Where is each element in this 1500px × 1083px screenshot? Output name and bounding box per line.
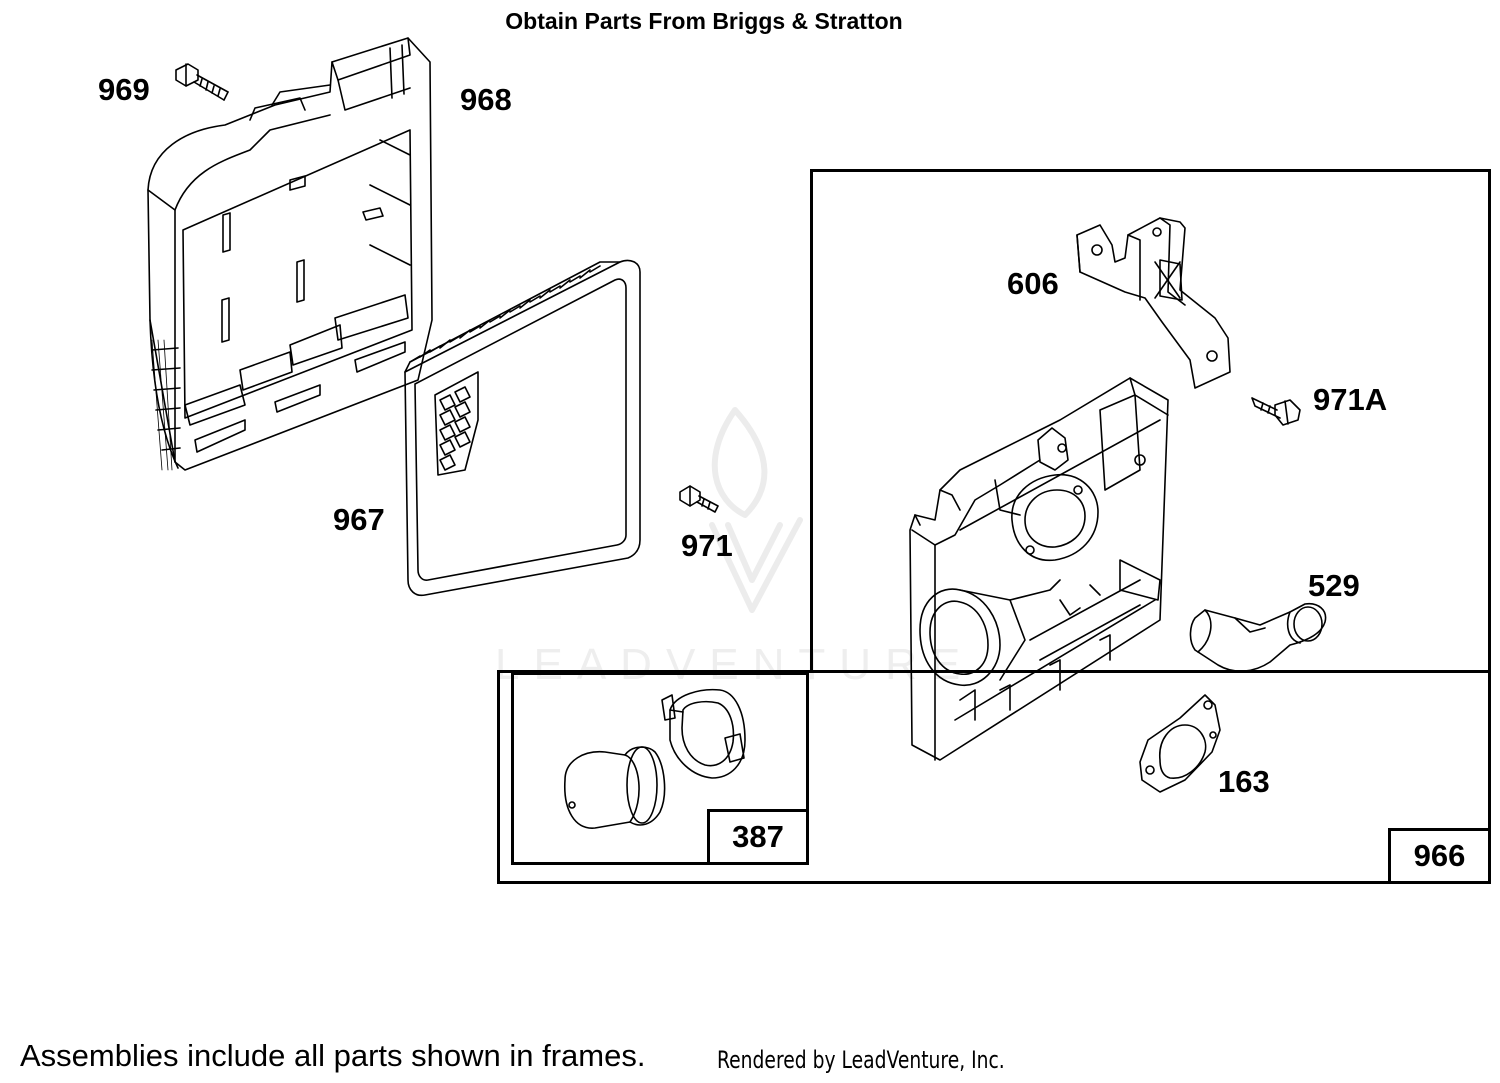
frame-387-label: 387 bbox=[707, 809, 809, 865]
part-606-bracket bbox=[1077, 218, 1230, 388]
part-967-filter bbox=[405, 260, 640, 595]
part-971a-screw bbox=[1252, 398, 1300, 425]
footer-note: Assemblies include all parts shown in fr… bbox=[20, 1038, 646, 1073]
part-971-screw bbox=[680, 486, 718, 512]
callout-971: 971 bbox=[681, 528, 733, 563]
callout-606: 606 bbox=[1007, 266, 1059, 301]
callout-529: 529 bbox=[1308, 568, 1360, 603]
callout-968: 968 bbox=[460, 82, 512, 117]
callout-967: 967 bbox=[333, 502, 385, 537]
frame-966-join-mask bbox=[813, 668, 1488, 674]
frame-966-label: 966 bbox=[1388, 828, 1491, 884]
diagram-title: Obtain Parts From Briggs & Stratton bbox=[0, 8, 1500, 35]
callout-971a: 971A bbox=[1313, 382, 1388, 417]
part-966-assembly bbox=[910, 378, 1168, 760]
part-163-gasket bbox=[1140, 695, 1220, 792]
frame-966-outer bbox=[497, 670, 1491, 884]
frame-387 bbox=[511, 672, 809, 865]
watermark-text: LEADVENTURE bbox=[495, 640, 975, 689]
diagram-title-text: Obtain Parts From Briggs & Stratton bbox=[505, 8, 903, 34]
frame-966-upper bbox=[810, 169, 1491, 673]
part-529-tube bbox=[1190, 604, 1325, 671]
part-968-base bbox=[148, 38, 432, 470]
part-969-screw bbox=[176, 64, 228, 100]
watermark-logo bbox=[712, 410, 800, 610]
callout-163: 163 bbox=[1218, 764, 1270, 799]
callout-969: 969 bbox=[98, 72, 150, 107]
footer-credit: Rendered by LeadVenture, Inc. bbox=[717, 1046, 1005, 1074]
part-387-filter-clamp bbox=[565, 690, 745, 828]
